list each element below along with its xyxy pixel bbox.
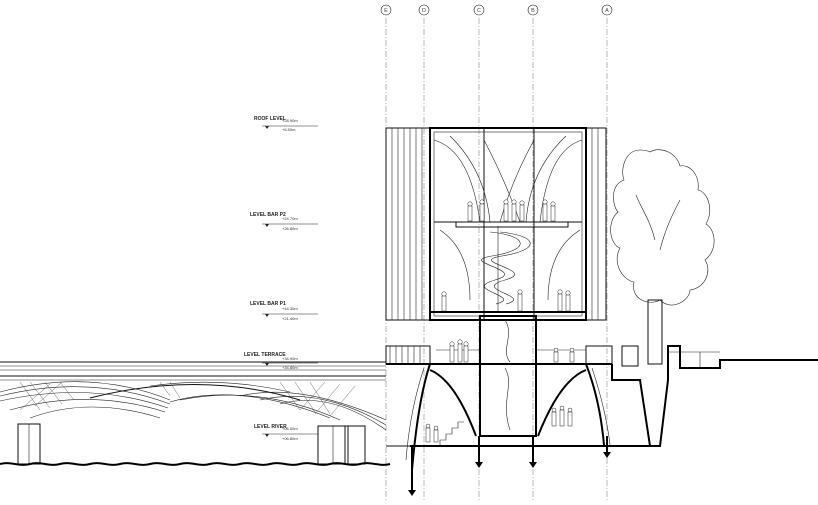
glass-volume: [429, 127, 587, 321]
grid-bubble-d: [418, 4, 430, 16]
level-marker-bar1: LEVEL BAR P1 +44.30m +21.40m: [250, 301, 318, 321]
people-lower: [425, 405, 573, 443]
level-triangle-icon: [265, 434, 269, 437]
level-name: LEVEL RIVER: [254, 424, 287, 430]
grid-label-b: B: [531, 8, 535, 14]
bridge: [0, 361, 387, 465]
people-p2: [467, 199, 556, 222]
grid-bubble-c: [473, 4, 485, 16]
people-p1: [441, 289, 571, 312]
tower-core: [479, 315, 537, 437]
terrace-right-slab: [585, 345, 613, 365]
grid-label-d: D: [422, 8, 426, 14]
tree: [610, 149, 715, 365]
foundation-piles: [408, 436, 611, 496]
level-triangle-icon: [265, 224, 269, 227]
grid-label-e: E: [384, 8, 388, 14]
level-name: LEVEL BAR P2: [250, 212, 286, 218]
grid-label-c: C: [477, 8, 481, 14]
level-value-bottom: +6.50m: [282, 127, 296, 132]
grid-bubble-b: [527, 4, 539, 16]
level-name: ROOF LEVEL: [254, 116, 286, 122]
level-marker-bar2: LEVEL BAR P2 +24.70m +26.80m: [250, 212, 318, 231]
river-water-line: [0, 462, 391, 466]
grid-bubble-e: [380, 4, 392, 16]
level-marker-river: LEVEL RIVER +06.00m +06.80m: [254, 424, 318, 441]
embankment: [611, 345, 818, 447]
level-triangle-icon: [265, 126, 269, 129]
level-name: LEVEL BAR P1: [250, 301, 286, 307]
level-value-top: +28.90m: [282, 118, 298, 123]
level-triangle-icon: [265, 363, 269, 366]
level-value-top: +24.70m: [282, 216, 298, 221]
level-value-bottom: +21.40m: [282, 316, 298, 321]
tower: [385, 127, 650, 496]
tower-left-fins: [385, 127, 431, 321]
grid-bubble-a: [601, 4, 613, 16]
level-value-top: +44.30m: [282, 306, 298, 311]
level-name: LEVEL TERRACE: [244, 352, 286, 358]
grid-label-a: A: [605, 8, 609, 14]
embankment-wall: [621, 345, 639, 367]
level-value-top: +06.00m: [282, 426, 298, 431]
floor-bar-p2: [455, 221, 569, 228]
tree-trunk: [647, 299, 663, 365]
level-value-top: +34.90m: [282, 356, 298, 361]
level-value-bottom: +26.80m: [282, 226, 298, 231]
level-triangle-icon: [265, 314, 269, 317]
level-value-bottom: +34.80m: [282, 365, 298, 370]
people-terrace: [449, 339, 575, 363]
grid-lines: E D C B A: [380, 4, 613, 500]
level-marker-roof: ROOF LEVEL +28.90m +6.50m: [254, 116, 318, 132]
level-markers: ROOF LEVEL +28.90m +6.50m LEVEL BAR P2 +…: [244, 116, 318, 441]
level-marker-terrace: LEVEL TERRACE +34.90m +34.80m: [244, 352, 318, 370]
level-value-bottom: +06.80m: [282, 436, 298, 441]
tower-right-fins: [585, 127, 607, 321]
